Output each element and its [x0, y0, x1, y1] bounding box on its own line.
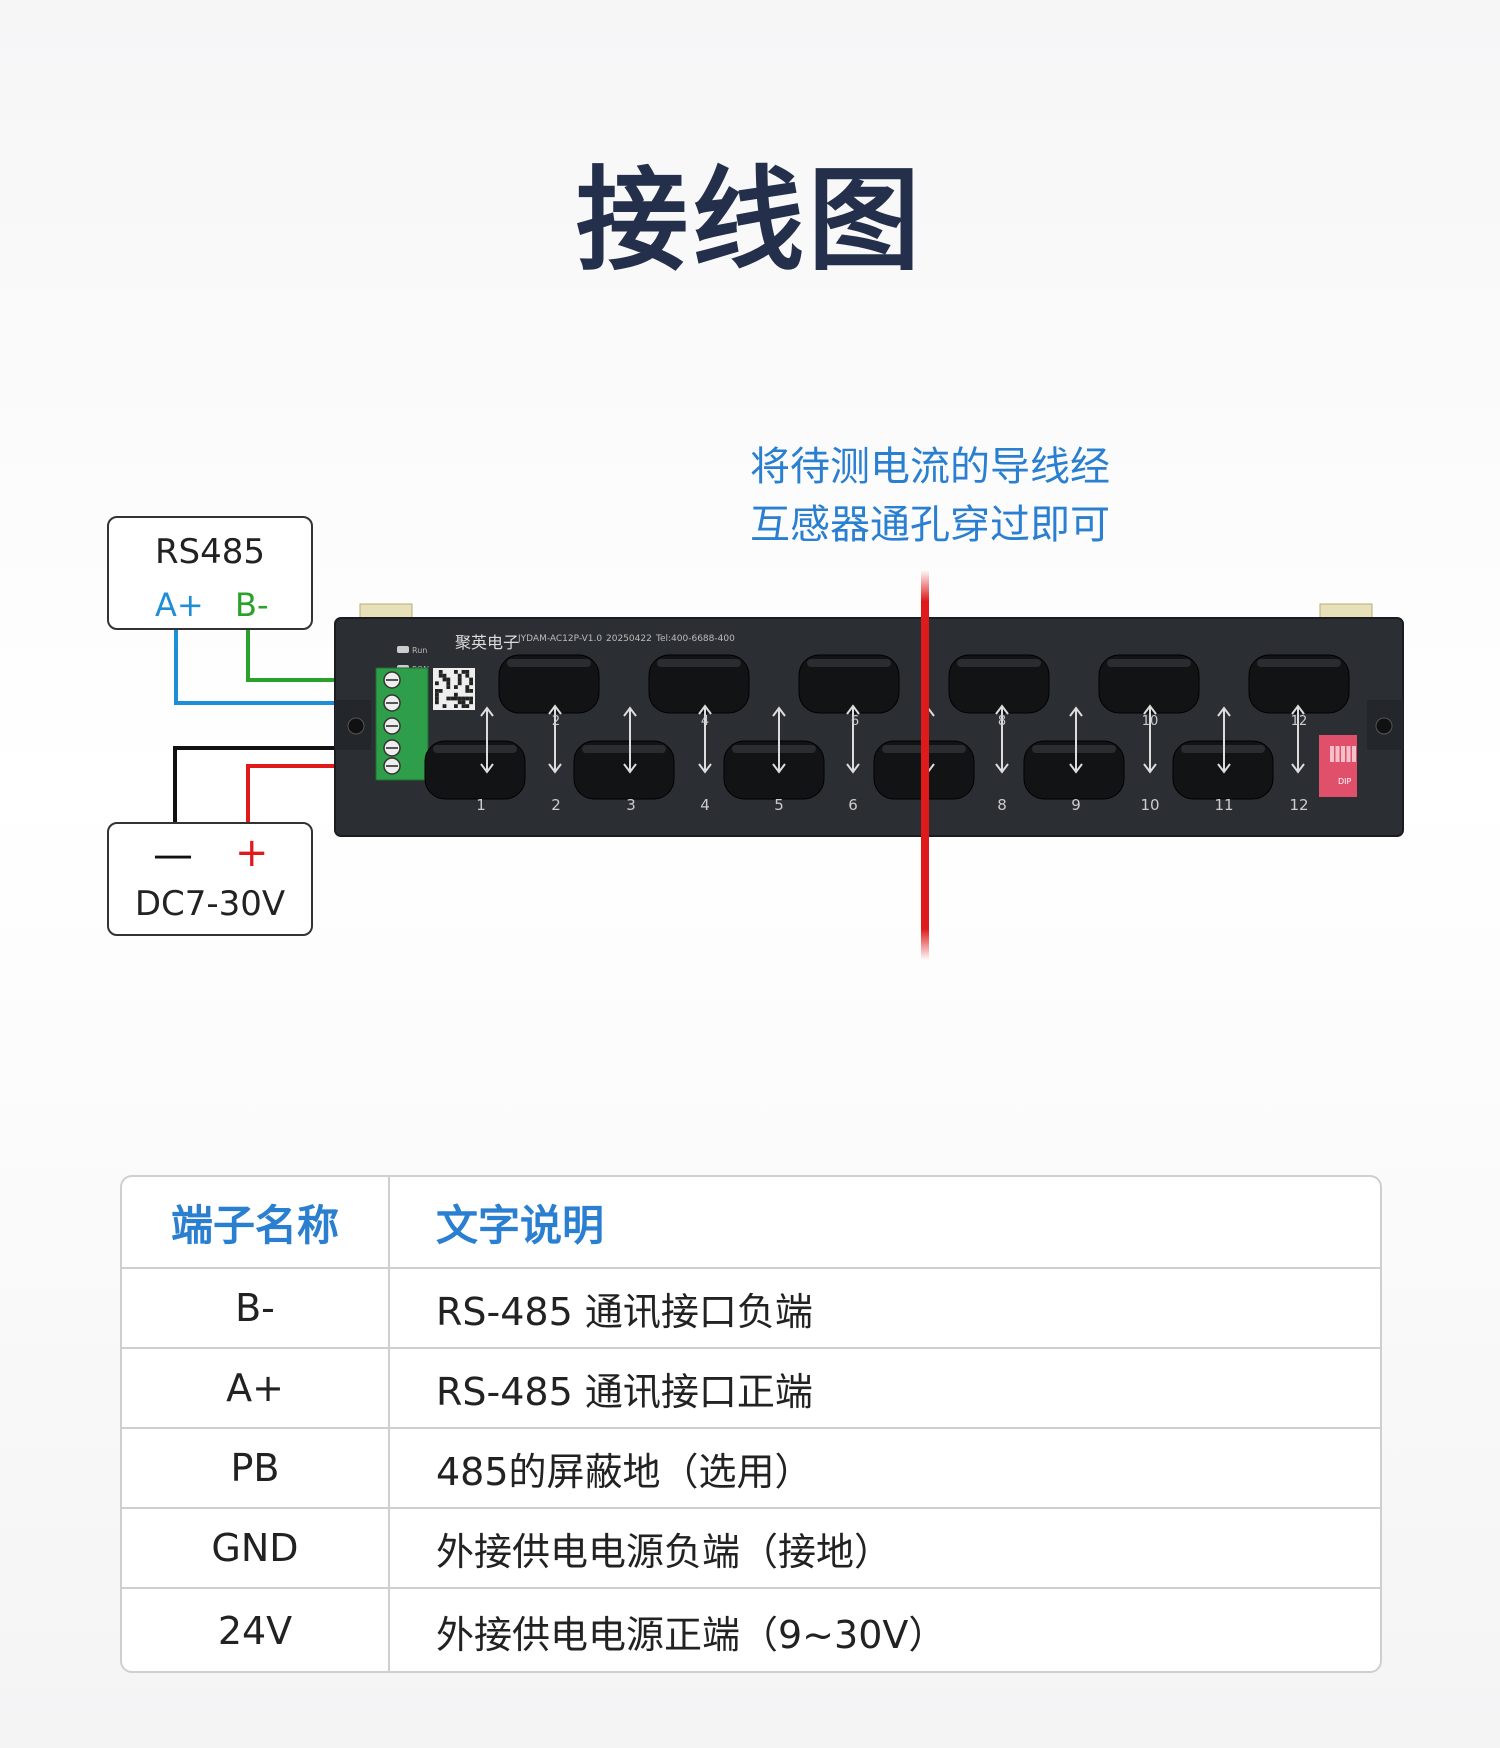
bottom-channel-label: 11 — [1214, 796, 1233, 814]
bottom-channel-label: 6 — [848, 796, 858, 814]
ct-bottom-3 — [723, 740, 825, 800]
ct-top-4 — [948, 654, 1050, 714]
dip-switch — [1319, 735, 1357, 797]
table-header: 端子名称 文字说明 — [122, 1177, 1380, 1269]
page-title: 接线图 — [576, 156, 924, 286]
power-minus-label: — — [153, 832, 193, 878]
terminal-description: 外接供电电源正端（9~30V） — [436, 1612, 947, 1657]
led-run — [397, 646, 409, 653]
led-label-run: Run — [412, 646, 427, 655]
power-label: DC7-30V — [134, 884, 286, 924]
dip-switch-lever — [1352, 746, 1356, 762]
rs485-label: RS485 — [154, 532, 266, 572]
device-date: 20250422 — [606, 634, 652, 644]
mount-hole-right — [1375, 717, 1393, 735]
rs485-b-label: B- — [235, 586, 269, 624]
terminal-name: PB — [122, 1429, 390, 1507]
top-channel-label: 4 — [701, 714, 709, 729]
bottom-channel-label: 9 — [1071, 796, 1081, 814]
terminal-name: A+ — [122, 1349, 390, 1427]
dip-label: DIP — [1338, 777, 1352, 786]
terminal-description: RS-485 通讯接口正端 — [436, 1369, 813, 1414]
header-terminal-name: 端子名称 — [122, 1177, 390, 1267]
bottom-channel-label: 10 — [1140, 796, 1159, 814]
bottom-channel-label: 8 — [997, 796, 1007, 814]
rs485-a-label: A+ — [155, 586, 204, 624]
table-row: GND 外接供电电源负端（接地） — [122, 1509, 1380, 1589]
ct-top-3 — [798, 654, 900, 714]
table-row: A+ RS-485 通讯接口正端 — [122, 1349, 1380, 1429]
device-tel: Tel:400-6688-400 — [655, 634, 735, 644]
bottom-channel-label: 4 — [700, 796, 710, 814]
bottom-channel-label: 3 — [626, 796, 636, 814]
bottom-channel-label: 12 — [1289, 796, 1308, 814]
top-channel-label: 2 — [552, 714, 560, 729]
table-row: B- RS-485 通讯接口负端 — [122, 1269, 1380, 1349]
device-brand: 聚英电子 — [455, 633, 519, 652]
dip-switch-lever — [1346, 746, 1351, 762]
bottom-channel-label: 2 — [551, 796, 561, 814]
bottom-channel-label: 5 — [774, 796, 784, 814]
qr-code — [433, 668, 475, 710]
wire-a — [174, 630, 393, 705]
wire-minus — [173, 746, 393, 822]
wiring-diagram: 聚英电子 JYDAM-AC12P-V1.0 20250422 Tel:400-6… — [173, 570, 1404, 960]
header-description: 文字说明 — [436, 1200, 605, 1250]
dip-switch-lever — [1335, 746, 1340, 762]
wiring-note-line-2: 互感器通孔穿过即可 — [750, 502, 1110, 548]
wiring-note: 将待测电流的导线经 互感器通孔穿过即可 — [700, 438, 1160, 554]
terminal-name: 24V — [122, 1589, 390, 1671]
top-channel-label: 12 — [1291, 714, 1308, 729]
power-box: — + DC7-30V — [107, 822, 313, 936]
ct-bottom-2 — [573, 740, 675, 800]
wiring-note-line-1: 将待测电流的导线经 — [750, 444, 1110, 490]
table-row: PB 485的屏蔽地（选用） — [122, 1429, 1380, 1509]
terminal-name: B- — [122, 1269, 390, 1347]
dip-switch-lever — [1341, 746, 1345, 762]
terminal-description: 485的屏蔽地（选用） — [436, 1449, 813, 1494]
primary-conductor — [921, 570, 929, 960]
top-channel-label: 8 — [998, 714, 1006, 729]
top-channel-label: 6 — [851, 714, 859, 729]
bottom-channel-label: 1 — [476, 796, 486, 814]
terminal-table: 端子名称 文字说明 B- RS-485 通讯接口负端 A+ RS-485 通讯接… — [120, 1175, 1382, 1673]
table-row: 24V 外接供电电源正端（9~30V） — [122, 1589, 1380, 1671]
dip-switch-lever — [1330, 746, 1334, 762]
power-plus-label: + — [235, 830, 269, 876]
top-channel-label: 10 — [1142, 714, 1159, 729]
terminal-description: 外接供电电源负端（接地） — [436, 1529, 893, 1574]
rs485-box: RS485 A+ B- — [107, 516, 313, 630]
device-model: JYDAM-AC12P-V1.0 — [517, 634, 602, 644]
mount-hole-left — [347, 717, 365, 735]
ct-bottom-1 — [424, 740, 526, 800]
terminal-name: GND — [122, 1509, 390, 1587]
terminal-description: RS-485 通讯接口负端 — [436, 1289, 813, 1334]
